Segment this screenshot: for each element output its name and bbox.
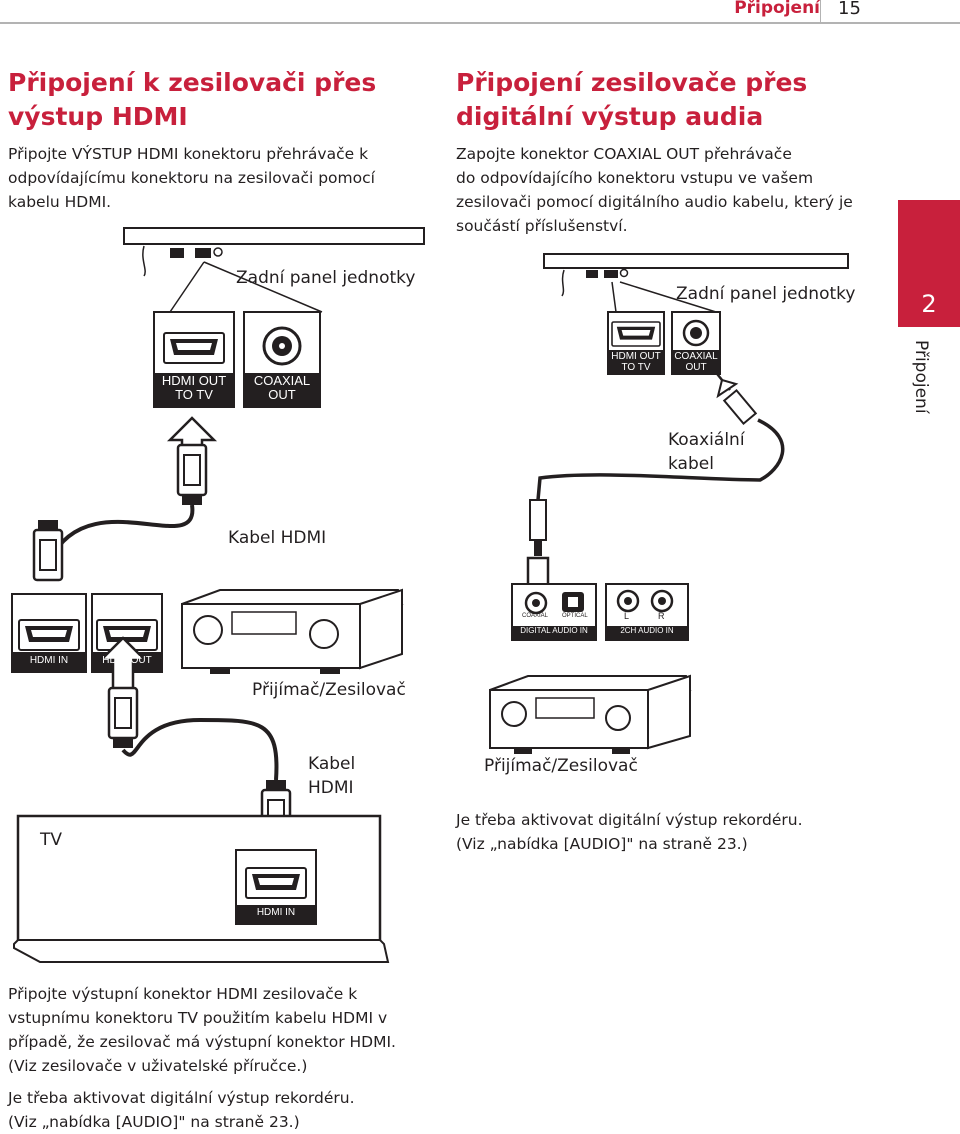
left-footer-line6: (Viz „nabídka [AUDIO]" na straně 23.) [8, 1113, 300, 1131]
tv-hdmi-in-label: HDMI IN [256, 907, 296, 918]
right-out-text: OUT [685, 362, 707, 373]
right-rear-panel-label: Zadní panel jednotky [676, 284, 856, 304]
tv [13, 814, 390, 963]
header-divider [820, 0, 821, 22]
left-receiver-body [181, 588, 404, 674]
left-hdmi-cable2-label: Kabel HDMI [308, 752, 355, 800]
left-coaxial-out-label: COAXIAL OUT [244, 374, 320, 402]
page-number: 15 [838, 0, 861, 19]
left-ports-closeup [153, 311, 321, 408]
right-intro: Zapojte konektor COAXIAL OUT přehrávače … [456, 142, 886, 238]
tv-label: TV [40, 830, 63, 850]
right-note-line2: (Viz „nabídka [AUDIO]" na straně 23.) [456, 835, 748, 853]
right-hdmi-out-text: HDMI OUT [611, 351, 661, 362]
right-hdmi-out-label: HDMI OUT TO TV [608, 351, 664, 373]
left-title: Připojení k zesilovači přes výstup HDMI [8, 66, 376, 134]
left-player-rear [123, 227, 425, 313]
chapter-tab [898, 200, 960, 327]
right-coaxial-out-label: COAXIAL OUT [672, 351, 720, 373]
left-hdmi-cable-1 [48, 504, 195, 561]
right-intro-line1: Zapojte konektor COAXIAL OUT přehrávače [456, 145, 792, 163]
left-hdmi-cable-label: Kabel HDMI [228, 528, 327, 548]
header-section-title: Připojení [734, 0, 820, 18]
right-ports-closeup [607, 311, 721, 375]
left-cable2-line1: Kabel [308, 754, 356, 774]
input-optical-label: OPTICAL [562, 613, 588, 619]
right-title: Připojení zesilovače přes digitální výst… [456, 66, 807, 134]
left-hdmi-cable-2 [99, 636, 300, 892]
input-coaxial-label: COAXIAL [522, 613, 549, 619]
left-footer-spacer [8, 1078, 438, 1086]
left-footer-line1: Připojte výstupní konektor HDMI zesilova… [8, 985, 358, 1003]
right-intro-line3: zesilovači pomocí digitálního audio kabe… [456, 193, 853, 211]
left-out-text: OUT [268, 387, 296, 402]
left-rear-panel-label: Zadní panel jednotky [236, 268, 416, 288]
chapter-number: 2 [921, 290, 937, 318]
right-note: Je třeba aktivovat digitální výstup reko… [456, 808, 896, 856]
left-hdmi-out-text: HDMI OUT [161, 373, 227, 388]
left-footer-line5: Je třeba aktivovat digitální výstup reko… [8, 1089, 355, 1107]
right-note-line1: Je třeba aktivovat digitální výstup reko… [456, 811, 803, 829]
left-hdmi-out-label: HDMI OUT TO TV [154, 374, 234, 402]
left-title-line1: Připojení k zesilovači přes [8, 68, 377, 97]
left-to-tv-text: TO TV [175, 387, 213, 402]
coaxial-cable-line1: Koaxiální [668, 430, 745, 450]
right-coaxial-text: COAXIAL [674, 351, 718, 362]
coaxial-cable-line2: kabel [668, 454, 714, 474]
left-footer-line4: (Viz zesilovače v uživatelské příručce.) [8, 1057, 308, 1075]
left-intro: Připojte VÝSTUP HDMI konektoru přehrávač… [8, 142, 428, 214]
right-receiver-body [489, 674, 692, 754]
left-footer-line3: případě, že zesilovač má výstupní konekt… [8, 1033, 396, 1051]
right-receiver-inputs [511, 583, 689, 641]
left-intro-line2: odpovídajícímu konektoru na zesilovači p… [8, 169, 375, 187]
header-rule [0, 22, 960, 24]
2ch-audio-in-label: 2CH AUDIO IN [620, 626, 674, 635]
left-receiver-hdmi-in-label: HDMI IN [29, 655, 69, 666]
left-receiver-hdmi-out-label: HDMI OUT [102, 655, 152, 666]
left-intro-line3: kabelu HDMI. [8, 193, 112, 211]
digital-audio-in-label: DIGITAL AUDIO IN [520, 626, 588, 635]
right-to-tv-text: TO TV [621, 362, 651, 373]
left-title-line2: výstup HDMI [8, 102, 188, 131]
input-r-label: R [658, 611, 665, 621]
right-receiver-label: Přijímač/Zesilovač [484, 756, 638, 776]
right-player-rear [543, 253, 849, 313]
right-intro-line4: součástí příslušenství. [456, 217, 628, 235]
coaxial-cable-label: Koaxiální kabel [668, 428, 745, 476]
left-intro-line1: Připojte VÝSTUP HDMI konektoru přehrávač… [8, 145, 369, 163]
right-title-line2: digitální výstup audia [456, 102, 764, 131]
left-coaxial-text: COAXIAL [253, 373, 311, 388]
input-l-label: L [624, 611, 630, 621]
left-footer-line2: vstupnímu konektoru TV použitím kabelu H… [8, 1009, 388, 1027]
coaxial-cable [529, 369, 785, 556]
right-intro-line2: do odpovídajícího konektoru vstupu ve va… [456, 169, 814, 187]
right-title-line1: Připojení zesilovače přes [456, 68, 808, 97]
left-footer: Připojte výstupní konektor HDMI zesilova… [8, 982, 438, 1134]
left-cable2-line2: HDMI [308, 778, 354, 798]
left-receiver-label: Přijímač/Zesilovač [252, 680, 406, 700]
